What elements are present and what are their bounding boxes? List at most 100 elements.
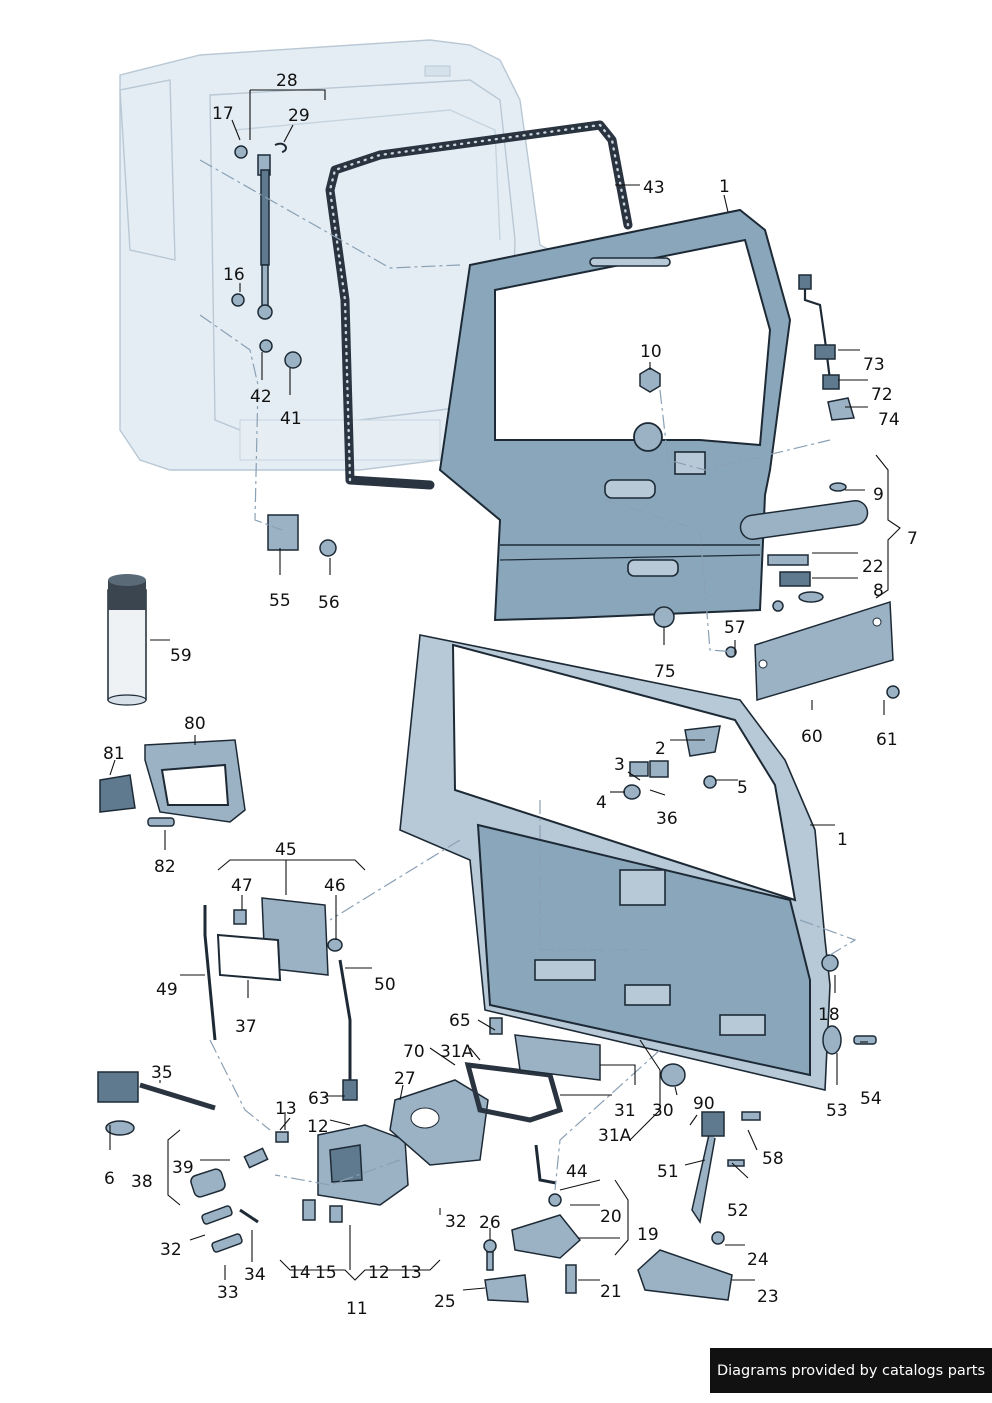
callout-51: 51 (657, 1162, 679, 1182)
plug-75 (653, 606, 675, 628)
callout-28: 28 (276, 71, 298, 91)
callout-80: 80 (184, 714, 206, 734)
callout-14: 14 (289, 1263, 311, 1283)
callout-50: 50 (374, 975, 396, 995)
lock-cover-and-handle (389, 1034, 686, 1166)
callout-17: 17 (212, 104, 234, 124)
strap-and-motor (637, 1111, 761, 1301)
callout-23: 23 (757, 1287, 779, 1307)
callout-1-top: 1 (719, 177, 730, 197)
callout-13-bottom: 13 (400, 1263, 422, 1283)
callout-1-bottom: 1 (837, 830, 848, 850)
callout-72: 72 (871, 385, 893, 405)
catalog-credit-text: Diagrams provided by catalogs parts (716, 1362, 986, 1379)
tailgate-outer-panel (438, 208, 792, 622)
nut-10 (639, 367, 661, 393)
callout-15: 15 (315, 1263, 337, 1283)
callout-61: 61 (876, 730, 898, 750)
callout-59: 59 (170, 646, 192, 666)
callout-56: 56 (318, 593, 340, 613)
callout-46: 46 (324, 876, 346, 896)
callout-45: 45 (275, 840, 297, 860)
lower-latch-parts (483, 1144, 582, 1303)
callout-labels: 28 17 29 43 1 16 10 73 72 42 74 41 9 7 2… (103, 71, 918, 1319)
paint-can (107, 574, 147, 706)
trim-panel (725, 600, 900, 701)
callout-8: 8 (873, 581, 884, 601)
callout-70: 70 (403, 1042, 425, 1062)
lock-bracket (99, 739, 246, 827)
callout-36: 36 (656, 809, 678, 829)
callout-37: 37 (235, 1017, 257, 1037)
callout-10: 10 (640, 342, 662, 362)
lock-cylinder-set (97, 1071, 269, 1253)
callout-60: 60 (801, 727, 823, 747)
callout-22: 22 (862, 557, 884, 577)
callout-31a-top: 31A (440, 1042, 474, 1062)
callout-44: 44 (566, 1162, 588, 1182)
callout-81: 81 (103, 744, 125, 764)
callout-33: 33 (217, 1283, 239, 1303)
callout-31: 31 (614, 1101, 636, 1121)
callout-5: 5 (737, 778, 748, 798)
callout-21: 21 (600, 1282, 622, 1302)
callout-39: 39 (172, 1158, 194, 1178)
callout-25: 25 (434, 1292, 456, 1312)
handle-strip (739, 482, 869, 612)
alignment-lines (199, 159, 857, 1191)
callout-7: 7 (907, 529, 918, 549)
callout-47: 47 (231, 876, 253, 896)
callout-32-left: 32 (160, 1240, 182, 1260)
callout-9: 9 (873, 485, 884, 505)
callout-49: 49 (156, 980, 178, 1000)
callout-6: 6 (104, 1169, 115, 1189)
tailgate-inner-panel (399, 634, 831, 1091)
callout-75: 75 (654, 662, 676, 682)
callout-32-right: 32 (445, 1212, 467, 1232)
callout-35: 35 (151, 1063, 173, 1083)
door-lock (275, 1124, 409, 1223)
callout-54: 54 (860, 1089, 882, 1109)
callout-65: 65 (449, 1011, 471, 1031)
callout-43: 43 (643, 178, 665, 198)
callout-12-bottom: 12 (368, 1263, 390, 1283)
release-handle-assembly (203, 897, 358, 1101)
callout-73: 73 (863, 355, 885, 375)
callout-63: 63 (308, 1089, 330, 1109)
callout-13-top: 13 (275, 1099, 297, 1119)
callout-82: 82 (154, 857, 176, 877)
hinge-assembly (623, 725, 721, 800)
callout-11: 11 (346, 1299, 368, 1319)
callout-34: 34 (244, 1265, 266, 1285)
callout-38: 38 (131, 1172, 153, 1192)
callout-18: 18 (818, 1005, 840, 1025)
catalog-credit-badge: Diagrams provided by catalogs parts (710, 1348, 992, 1393)
gas-strut (231, 142, 302, 369)
callout-26: 26 (479, 1213, 501, 1233)
callout-20: 20 (600, 1207, 622, 1227)
callout-16: 16 (223, 265, 245, 285)
callout-41: 41 (280, 409, 302, 429)
callout-12-top: 12 (307, 1117, 329, 1137)
callout-24: 24 (747, 1250, 769, 1270)
callout-74: 74 (878, 410, 900, 430)
small-fasteners (267, 514, 877, 1055)
callout-58: 58 (762, 1149, 784, 1169)
callout-30: 30 (652, 1101, 674, 1121)
callout-42: 42 (250, 387, 272, 407)
callout-19: 19 (637, 1225, 659, 1245)
callout-52: 52 (727, 1201, 749, 1221)
callout-55: 55 (269, 591, 291, 611)
leader-lines (109, 89, 901, 1291)
callout-53: 53 (826, 1101, 848, 1121)
callout-27: 27 (394, 1069, 416, 1089)
callout-90: 90 (693, 1094, 715, 1114)
callout-4: 4 (596, 793, 607, 813)
wiring-harness (798, 274, 855, 421)
callout-3: 3 (614, 755, 625, 775)
callout-57: 57 (724, 618, 746, 638)
callout-29: 29 (288, 106, 310, 126)
callout-2: 2 (655, 739, 666, 759)
callout-31a-bottom: 31A (598, 1126, 632, 1146)
